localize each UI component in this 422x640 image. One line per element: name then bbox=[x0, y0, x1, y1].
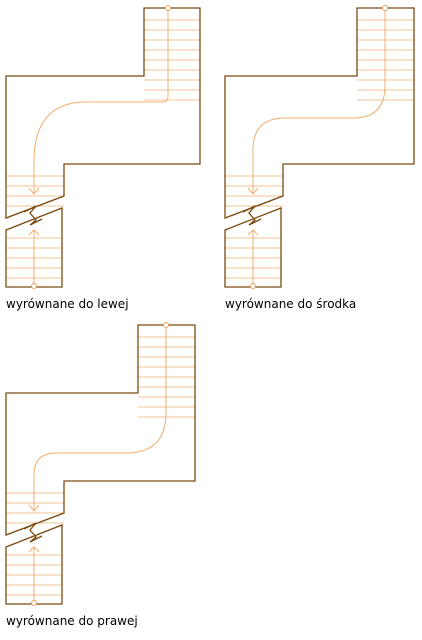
stair-diagram-center-aligned: wyrównane do środka bbox=[224, 5, 420, 311]
break-line bbox=[242, 205, 262, 226]
lower-stair-outline bbox=[224, 207, 282, 288]
break-line bbox=[23, 205, 43, 226]
lower-stair-outline bbox=[5, 207, 63, 288]
upper-flight-treads bbox=[6, 19, 200, 207]
upper-stair-outline bbox=[224, 7, 415, 219]
walk-line-arrow bbox=[28, 504, 40, 512]
upper-start-marker bbox=[163, 322, 169, 328]
diagram-caption: wyrównane do lewej bbox=[6, 297, 129, 311]
stair-plan-drawing bbox=[224, 5, 415, 289]
upper-start-marker bbox=[165, 5, 171, 11]
walk-line bbox=[252, 8, 386, 194]
break-line bbox=[23, 522, 43, 543]
walk-line bbox=[33, 8, 169, 194]
stair-plan-drawing bbox=[5, 5, 201, 289]
lower-walk-line bbox=[28, 546, 40, 603]
upper-stair-outline bbox=[5, 7, 201, 219]
stair-diagram-right-aligned: wyrównane do prawej bbox=[5, 322, 201, 628]
diagram-caption: wyrównane do środka bbox=[225, 297, 357, 311]
stair-diagram-left-aligned: wyrównane do lewej bbox=[5, 5, 201, 311]
diagram-caption: wyrównane do prawej bbox=[6, 614, 138, 628]
upper-stair-outline bbox=[5, 324, 196, 536]
walk-line-arrow bbox=[28, 187, 40, 195]
walk-line bbox=[33, 325, 167, 511]
lower-start-marker bbox=[31, 283, 37, 289]
lower-start-marker bbox=[250, 283, 256, 289]
lower-stair-outline bbox=[5, 524, 63, 605]
upper-start-marker bbox=[382, 5, 388, 11]
lower-start-marker bbox=[31, 600, 37, 606]
lower-walk-line bbox=[28, 229, 40, 286]
lower-walk-line bbox=[247, 229, 259, 286]
walk-line-arrow bbox=[247, 187, 259, 195]
stair-plan-drawing bbox=[5, 322, 196, 606]
